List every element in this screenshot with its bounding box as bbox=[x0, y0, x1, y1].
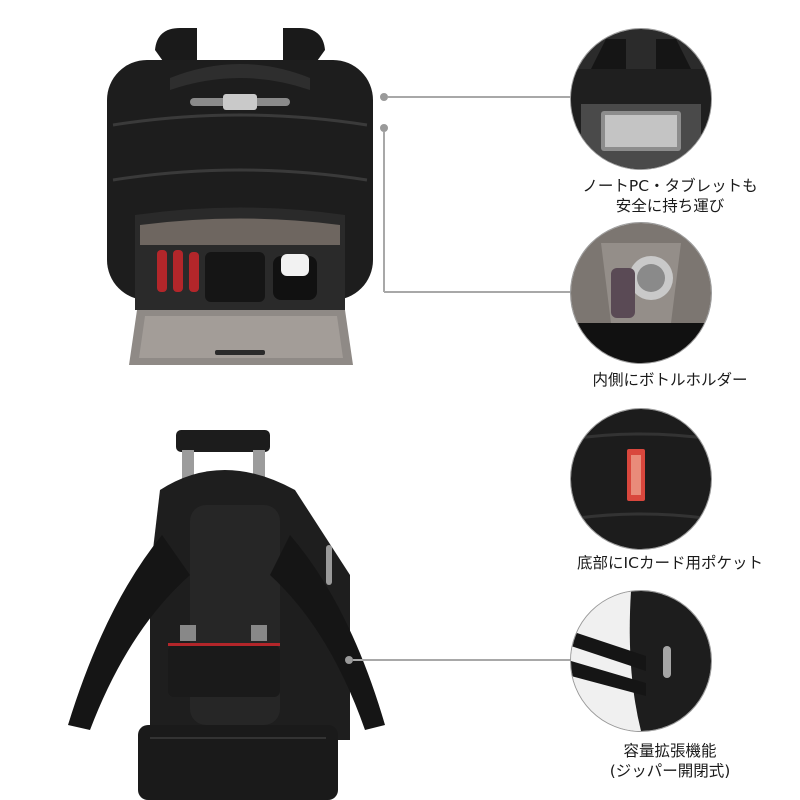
ic-card-pocket-closeup bbox=[570, 408, 712, 550]
guide-dot-1 bbox=[380, 93, 388, 101]
expandable-zipper-closeup bbox=[570, 590, 712, 732]
bottle-holder-closeup bbox=[570, 222, 712, 364]
feature-caption-ic-card-line1: 底部にICカード用ポケット bbox=[577, 554, 763, 572]
feature-caption-bottle: 内側にボトルホルダー bbox=[540, 370, 800, 390]
guide-dot-2 bbox=[380, 124, 388, 132]
feature-caption-expandable-line1: 容量拡張機能 bbox=[623, 742, 717, 760]
guide-line-3 bbox=[353, 659, 572, 661]
laptop-compartment-closeup bbox=[570, 28, 712, 170]
feature-caption-laptop-line1: ノートPC・タブレットも bbox=[582, 177, 758, 195]
feature-caption-laptop: ノートPC・タブレットも 安全に持ち運び bbox=[540, 176, 800, 216]
feature-caption-laptop-line2: 安全に持ち運び bbox=[615, 197, 725, 215]
backpack-open-front-photo bbox=[95, 20, 385, 375]
feature-caption-ic-card: 底部にICカード用ポケット bbox=[540, 553, 800, 573]
backpack-on-trolley-photo bbox=[50, 425, 395, 800]
guide-line-2-vertical bbox=[383, 132, 385, 292]
guide-line-2 bbox=[384, 291, 572, 293]
feature-caption-expandable: 容量拡張機能 (ジッパー開閉式) bbox=[540, 741, 800, 781]
feature-caption-bottle-line1: 内側にボトルホルダー bbox=[592, 371, 748, 389]
guide-dot-3 bbox=[345, 656, 353, 664]
guide-line-1 bbox=[388, 96, 572, 98]
feature-caption-expandable-line2: (ジッパー開閉式) bbox=[609, 762, 731, 780]
